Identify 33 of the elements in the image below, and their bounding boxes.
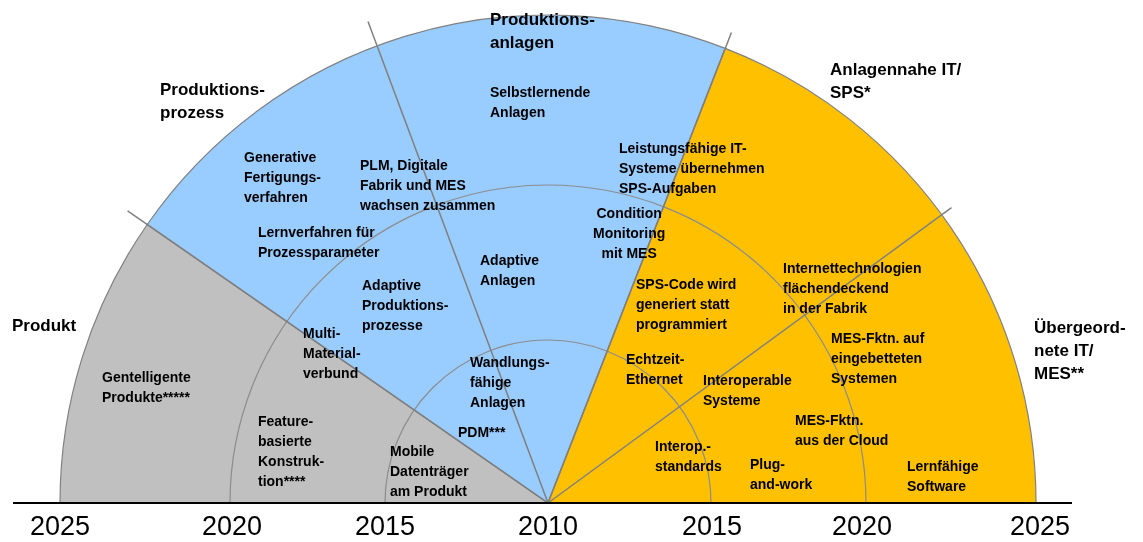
- sector-heading: Produktions- anlagen: [490, 9, 595, 54]
- trend-label: Lernfähige Software: [907, 457, 979, 496]
- trend-label: Multi- Material- verbund: [303, 324, 361, 383]
- year-label: 2020: [201, 510, 263, 542]
- sector-heading: Übergeord- nete IT/ MES**: [1034, 317, 1126, 385]
- trend-label: PDM***: [458, 423, 506, 442]
- trend-label: Lernverfahren für Prozessparameter: [258, 223, 380, 262]
- year-label: 2025: [1009, 510, 1071, 542]
- trend-label: PLM, Digitale Fabrik und MES wachsen zusammen: [360, 156, 496, 215]
- sector-heading: Produktions- prozess: [160, 79, 265, 124]
- trend-label: Selbstlernende Anlagen: [490, 83, 591, 122]
- trend-label: Plug- and-work: [750, 455, 813, 494]
- year-label: 2015: [681, 510, 743, 542]
- year-label: 2010: [517, 510, 579, 542]
- trend-label: Gentelligente Produkte*****: [102, 368, 191, 407]
- trend-label: Feature- basierte Konstruk- tion****: [258, 412, 325, 491]
- trend-label: Interoperable Systeme: [703, 371, 792, 410]
- trend-label: Generative Fertigungs- verfahren: [244, 148, 321, 207]
- trend-label: Internettechnologien flächendeckend in der Fabrik: [783, 259, 922, 318]
- trend-label: MES-Fktn. auf eingebetteten Systemen: [831, 329, 925, 388]
- year-label: 2020: [831, 510, 893, 542]
- year-label: 2015: [354, 510, 416, 542]
- trend-label: Adaptive Anlagen: [480, 251, 540, 290]
- year-label: 2025: [29, 510, 91, 542]
- trend-label: Interop.- standards: [655, 437, 722, 476]
- trend-label: MES-Fktn. aus der Cloud: [795, 411, 889, 450]
- sector-heading: Produkt: [12, 315, 77, 337]
- sector-heading: Anlagennahe IT/ SPS*: [830, 59, 962, 104]
- trend-label: Echtzeit- Ethernet: [626, 350, 685, 389]
- trend-label: Wandlungs- fähige Anlagen: [470, 353, 550, 412]
- trend-label: Adaptive Produktions- prozesse: [362, 276, 449, 335]
- trend-label: SPS-Code wird generiert statt programmiert: [636, 275, 737, 334]
- trend-label: Mobile Datenträger am Produkt: [390, 442, 469, 501]
